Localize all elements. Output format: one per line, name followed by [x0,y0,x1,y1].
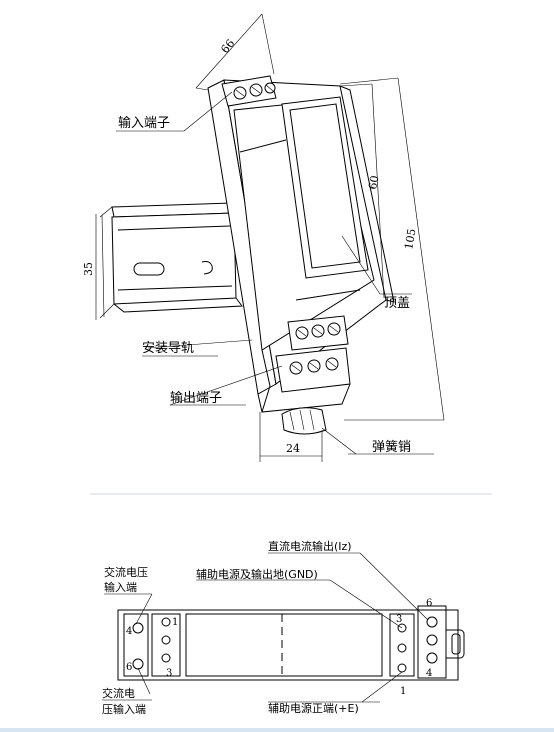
pin-right-inner-top: 3 [396,614,402,625]
label-ac-input-top-line1: 交流电压 [104,565,148,579]
label-aux-power-gnd: 辅助电源及输出地(GND) [196,567,318,581]
din-rail [99,202,243,319]
label-mount-rail: 安装导轨 [142,341,194,356]
label-aux-power-pos: 辅助电源正端(+E) [268,701,359,715]
pin-left-outer-bottom: 6 [126,662,132,673]
label-top-cover: 顶盖 [384,296,410,311]
label-output-terminal: 输出端子 [170,390,222,406]
label-ac-input-bottom-line1: 交流电 [102,686,135,700]
isometric-view: 66 60 105 35 24 输入端子 顶盖 安装导轨 输出端子 弹簧销 [82,13,445,462]
label-spring-pin: 弹簧销 [372,439,411,455]
pin-left-inner-bottom: 3 [166,668,172,679]
label-ac-input-top-line2: 输入端 [104,580,137,594]
pin-left-inner-top: 1 [172,617,178,628]
label-input-terminal: 输入端子 [118,115,170,131]
pin-right-outer-bottom: 4 [426,668,432,679]
dim-total-height: 105 [402,228,418,251]
dim-depth: 24 [286,442,300,455]
wiring-view: 4 6 1 3 3 1 6 4 直流电流输出(Iz) 辅助电源及输出地(GND)… [102,539,465,716]
dimension-lines [95,13,445,462]
dim-cover-height: 60 [366,174,381,190]
dim-width: 66 [218,37,237,56]
bottom-edge-bar [0,728,554,732]
pin-right-inner-bottom: 1 [400,686,406,697]
label-dc-output: 直流电流输出(Iz) [268,539,352,553]
module-body [207,75,395,435]
wiring-leaders [102,552,429,703]
dim-rail-height: 35 [82,262,95,276]
pin-right-outer-top: 6 [426,598,432,609]
pin-left-outer-top: 4 [126,626,132,637]
label-ac-input-bottom-line2: 压输入端 [102,702,146,716]
leader-lines [116,91,434,455]
